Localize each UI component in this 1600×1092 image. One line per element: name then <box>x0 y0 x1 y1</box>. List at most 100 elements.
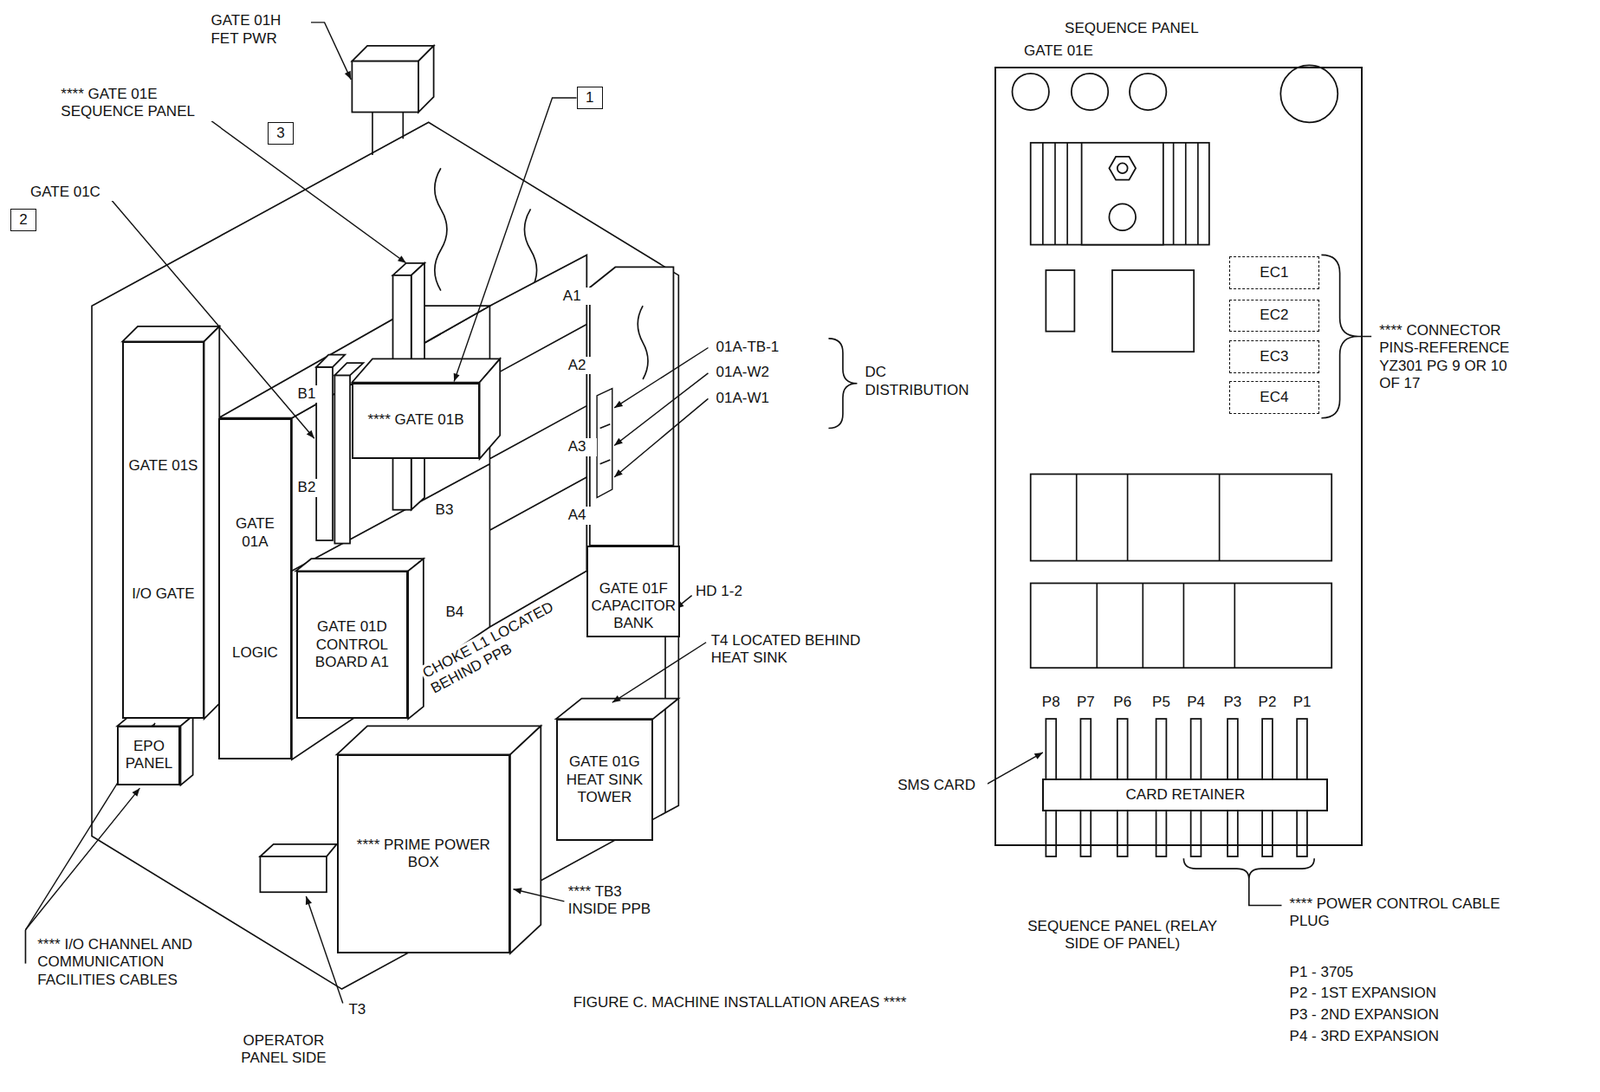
t3-transformer <box>259 856 327 893</box>
connector-slot: EC1 <box>1229 256 1320 290</box>
part-label: P2 - 1ST EXPANSION <box>1288 984 1523 1003</box>
heat-sink-top <box>556 699 679 720</box>
node-text: EC3 <box>1232 348 1316 366</box>
fet-power-front <box>351 61 419 113</box>
relay-square <box>1112 270 1194 352</box>
part-label: **** TB3 INSIDE PPB <box>566 883 664 920</box>
node-text: 3 <box>268 124 294 143</box>
relay-row-dividers <box>1096 582 1235 668</box>
part-label: SMS CARD <box>895 777 988 795</box>
part-label: P1 - 3705 <box>1288 964 1523 982</box>
card-retainer: CARD RETAINER <box>1042 778 1328 812</box>
leader-line <box>981 752 1043 788</box>
node-text: CARD RETAINER <box>1046 786 1324 804</box>
logic-gate-panel: GATE 01ALOGIC <box>218 418 292 760</box>
part-label: A3 <box>566 438 597 456</box>
part-label: P3 - 2ND EXPANSION <box>1288 1006 1523 1024</box>
leader-line <box>612 642 707 703</box>
node-text: EPO PANEL <box>121 738 176 774</box>
leader-line <box>614 398 708 478</box>
part-label: P6 <box>1107 693 1138 712</box>
part-label: P7 <box>1070 693 1102 712</box>
prime-power-box: **** PRIME POWER BOX <box>336 754 511 954</box>
part-label: B2 <box>296 479 327 497</box>
node-text: EC4 <box>1232 388 1316 407</box>
panel-lamp <box>1129 73 1166 111</box>
connector-slot: EC2 <box>1229 299 1320 333</box>
node-text: GATE 01S <box>126 457 200 475</box>
part-label: P5 <box>1146 693 1177 712</box>
leader-arrow <box>453 97 577 382</box>
leader-line <box>614 347 708 408</box>
part-label: B1 <box>296 385 327 403</box>
part-label: SEQUENCE PANEL (RELAY SIDE OF PANEL) <box>1015 918 1230 954</box>
brace <box>828 338 857 429</box>
part-label: HD 1-2 <box>693 582 765 601</box>
control-board-side <box>408 558 424 720</box>
node-text: **** GATE 01B <box>356 411 475 429</box>
part-label: P4 - 3RD EXPANSION <box>1288 1028 1523 1046</box>
capacitor-panel <box>589 266 674 545</box>
power-box-top <box>336 725 542 755</box>
leader-line <box>25 930 27 965</box>
callout-number: 3 <box>267 122 295 145</box>
epo-panel: EPO PANEL <box>116 725 181 785</box>
part-label: A1 <box>561 287 592 305</box>
capacitor-bank: GATE 01F CAPACITOR BANK <box>586 545 681 638</box>
node-text: I/O GATE <box>126 585 200 603</box>
gate-01b-top <box>351 358 500 383</box>
fet-power-side <box>418 45 435 113</box>
small-relay <box>1045 270 1075 332</box>
relay-row <box>1030 582 1332 668</box>
power-box-side <box>510 725 541 954</box>
gate-01b-side <box>479 358 501 459</box>
part-label: 01A-TB-1 <box>714 338 828 357</box>
dc-terminal <box>600 424 611 465</box>
part-label: T4 LOCATED BEHIND HEAT SINK <box>709 632 883 668</box>
part-label: P1 <box>1286 693 1317 712</box>
part-label: GATE 01H FET PWR <box>208 12 311 48</box>
panel-heading: SEQUENCE PANEL <box>1062 19 1201 38</box>
part-label: T3 <box>346 1001 377 1019</box>
panel-lamp <box>1012 73 1050 111</box>
control-board: GATE 01D CONTROL BOARD A1 <box>296 570 409 720</box>
t3-top <box>259 844 337 857</box>
brace <box>1321 254 1372 418</box>
part-label: B3 <box>434 501 465 519</box>
part-label: B4 <box>443 603 474 622</box>
relay-hole <box>1108 203 1136 231</box>
relay-row <box>1030 473 1332 561</box>
part-label: A4 <box>566 506 597 525</box>
part-label: **** POWER CONTROL CABLE PLUG <box>1288 895 1503 932</box>
control-board-top <box>296 558 424 571</box>
node-text: GATE 01G HEAT SINK TOWER <box>560 753 649 807</box>
part-label: **** GATE 01E SEQUENCE PANEL <box>58 85 213 122</box>
connector-slot: EC3 <box>1229 340 1320 374</box>
fet-power-stem <box>372 112 403 156</box>
epo-side <box>180 716 193 786</box>
heat-sink-tower: GATE 01G HEAT SINK TOWER <box>556 719 654 842</box>
node-text: EC1 <box>1232 264 1316 282</box>
panel-lamp <box>1280 64 1338 123</box>
break-line <box>434 168 447 291</box>
gate-box: **** GATE 01B <box>351 382 480 460</box>
node-text: 2 <box>11 211 37 229</box>
leader-line <box>614 373 708 447</box>
leader-line <box>25 788 140 931</box>
callout-number: 1 <box>576 86 604 110</box>
node-text: GATE 01A <box>222 515 288 551</box>
part-label: P8 <box>1036 693 1067 712</box>
gate-01c-slab-top <box>316 355 345 368</box>
panel-heading: GATE 01E <box>1022 42 1095 60</box>
leader-line <box>513 889 565 902</box>
part-label: OPERATOR PANEL SIDE <box>226 1032 342 1069</box>
break-line <box>524 208 537 291</box>
io-gate-top <box>122 326 220 343</box>
relay-block <box>1030 142 1210 246</box>
node-text: **** PRIME POWER BOX <box>341 836 506 873</box>
part-label: P4 <box>1180 693 1212 712</box>
node-text: 1 <box>577 89 603 107</box>
figure-caption: FIGURE C. MACHINE INSTALLATION AREAS ***… <box>571 994 1042 1012</box>
part-label: **** I/O CHANNEL AND COMMUNICATION FACIL… <box>35 936 245 990</box>
